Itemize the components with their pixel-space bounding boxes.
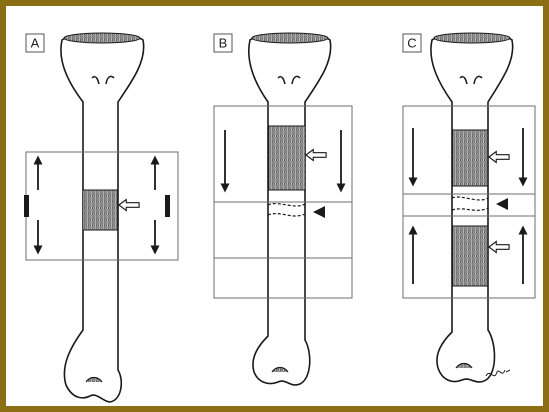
open-arrow-b: [306, 150, 326, 161]
bone-a-epiphysis-hatch: [64, 33, 140, 43]
open-arrow-c-lower: [489, 242, 509, 253]
panel-c: C: [403, 33, 535, 382]
bone-c-epiphysis-hatch: [434, 33, 510, 43]
panel-a-label: A: [31, 36, 40, 51]
regenerate-c-upper: [452, 130, 488, 186]
panel-b-label: B: [219, 36, 228, 51]
panel-c-label: C: [407, 36, 416, 51]
open-arrow-a: [119, 200, 139, 211]
pin-a-left: [24, 195, 29, 217]
panel-a: A: [24, 33, 178, 402]
panel-b: B: [214, 33, 352, 385]
regenerate-a: [83, 190, 118, 230]
regenerate-c-lower: [452, 226, 488, 286]
open-arrow-c-upper: [489, 152, 509, 163]
solid-arrowhead-c: [496, 198, 508, 210]
solid-arrowhead-b: [313, 206, 325, 218]
regenerate-b: [268, 126, 305, 190]
bone-b-epiphysis-hatch: [252, 33, 328, 43]
pin-a-right: [165, 195, 170, 217]
bone-c: [431, 35, 513, 382]
